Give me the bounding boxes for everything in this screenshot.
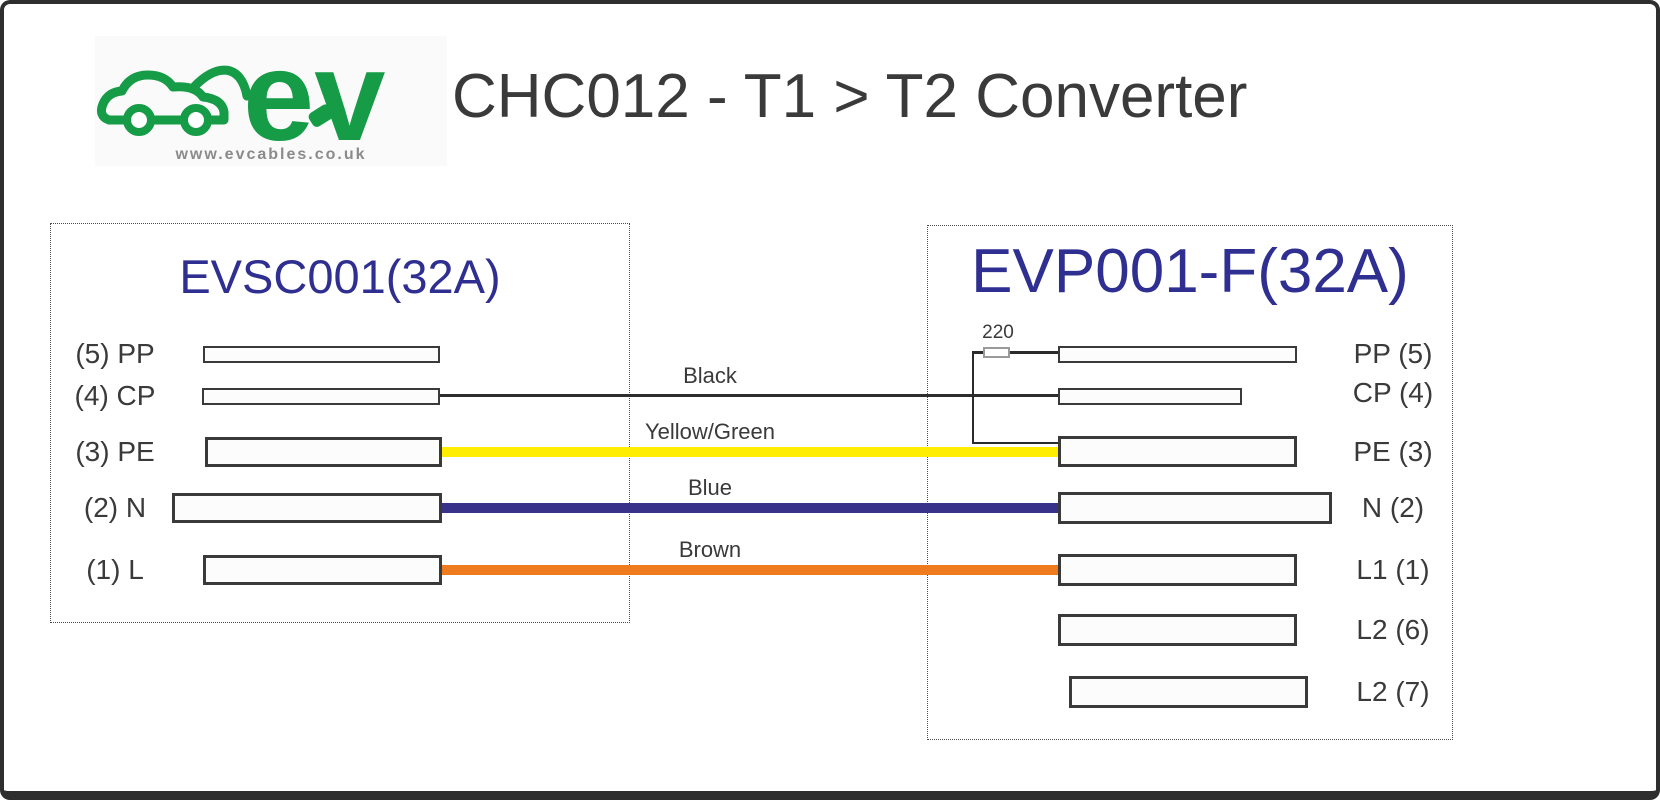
wire-label-brown: Brown (678, 537, 742, 562)
right-pin-n (1058, 492, 1332, 524)
evcables-logo: ev www.evcables.co.uk (95, 25, 447, 168)
left-pin-label-l: (1) L (86, 554, 144, 585)
right-pin-cp (1058, 388, 1242, 405)
left-pin-label-pe: (3) PE (75, 436, 155, 467)
right-pin-label-pe: PE (3) (1353, 436, 1433, 467)
wheel-icon (180, 104, 212, 136)
resistor-value: 220 (982, 322, 1014, 343)
plug-icon (308, 99, 343, 127)
right-pin-label-pp: PP (5) (1353, 338, 1433, 369)
wire-yellow-green (442, 447, 1058, 457)
right-pin-pp (1058, 346, 1297, 363)
left-pin-n (172, 493, 442, 523)
resistor-drop-line (972, 352, 974, 444)
left-pin-pp (203, 346, 440, 363)
left-connector-box (50, 223, 630, 623)
ev-logo-graphic: ev (97, 25, 385, 168)
wheel-icon (123, 104, 155, 136)
website-url: www.evcables.co.uk (175, 146, 367, 163)
left-pin-label-pp: (5) PP (75, 338, 155, 369)
resistor-icon (983, 347, 1010, 358)
cable-curve (188, 65, 252, 101)
left-pin-pe (205, 437, 442, 467)
left-pin-label-n: (2) N (83, 492, 147, 523)
left-pin-cp (202, 388, 440, 405)
wire-label-black: Black (683, 363, 737, 388)
right-pin-label-l2b: L2 (7) (1356, 676, 1430, 707)
right-pin-l1 (1058, 554, 1297, 586)
right-pin-label-n: N (2) (1361, 492, 1425, 523)
resistor-top-line (972, 351, 1058, 354)
wire-label-yellow-green: Yellow/Green (644, 419, 776, 444)
car-outline (97, 70, 229, 125)
right-pin-l2a (1058, 614, 1297, 646)
wire-black (440, 394, 1058, 397)
resistor-bottom-line (972, 442, 1058, 444)
right-pin-label-l1: L1 (1) (1356, 554, 1430, 585)
left-pin-label-cp: (4) CP (74, 380, 156, 411)
wire-blue (442, 503, 1058, 513)
right-connector-title: EVP001-F(32A) (971, 237, 1409, 306)
right-pin-label-cp: CP (4) (1352, 377, 1434, 408)
left-connector-title: EVSC001(32A) (179, 250, 501, 303)
wire-brown (442, 565, 1058, 575)
right-pin-l2b (1069, 676, 1308, 708)
left-pin-l (203, 555, 442, 585)
wire-label-blue: Blue (687, 475, 733, 500)
right-connector-box (927, 225, 1453, 740)
ev-brand-text: ev (243, 36, 385, 148)
right-pin-label-l2a: L2 (6) (1356, 614, 1430, 645)
page-title: CHC012 - T1 > T2 Converter (452, 62, 1248, 131)
right-pin-pe (1058, 436, 1297, 467)
